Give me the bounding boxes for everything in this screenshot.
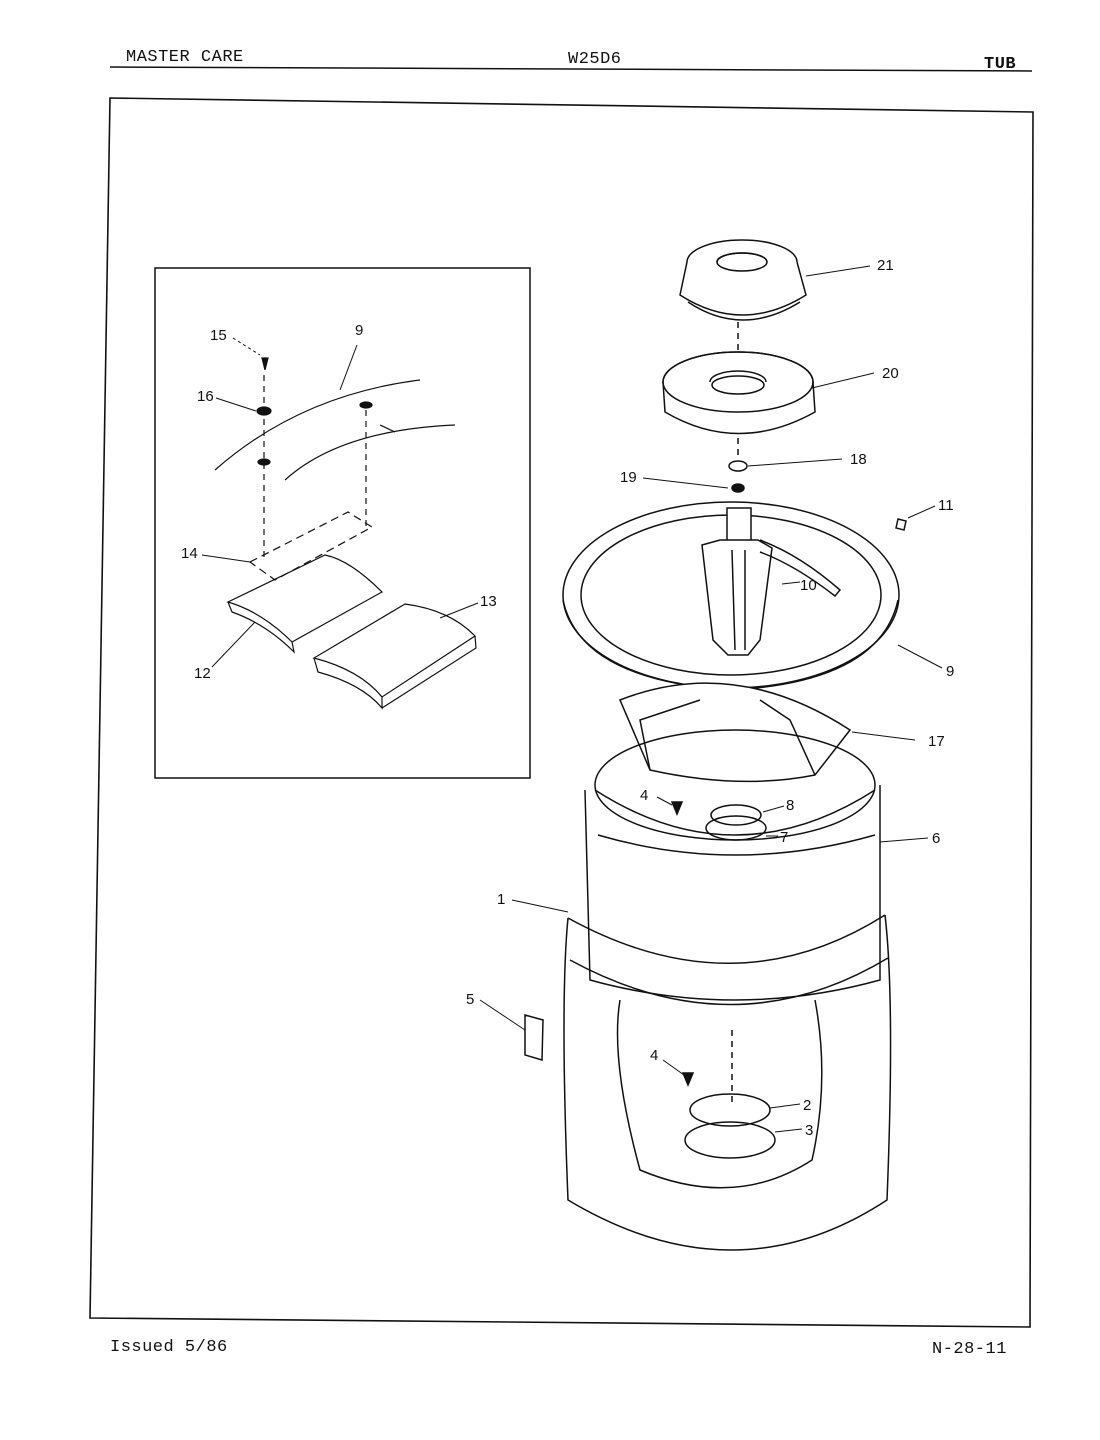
label-3: 3: [805, 1122, 813, 1139]
inset-label-12: 12: [194, 665, 211, 682]
agitator-10: [701, 507, 842, 656]
label-4-upper: 4: [640, 787, 648, 804]
washer-19: [731, 483, 745, 493]
tub-seal-2: [689, 1093, 771, 1127]
bolt-4-lower: [681, 1072, 695, 1087]
label-7: 7: [780, 829, 788, 846]
label-1: 1: [497, 891, 505, 908]
bolt-4-upper: [670, 801, 684, 816]
agitator-cap-base-20: [662, 351, 816, 435]
inset-label-15: 15: [210, 327, 227, 344]
tub-label-5: [524, 1014, 544, 1061]
nut-18: [728, 460, 748, 472]
inset-baffle-detail: [214, 357, 477, 710]
label-2: 2: [803, 1097, 811, 1114]
footer-issued: Issued 5/86: [110, 1338, 228, 1357]
header-model: W25D6: [568, 50, 622, 69]
inset-rim-arc-outer: [214, 379, 421, 471]
inset-label-16: 16: [197, 388, 214, 405]
hub-seal-8: [710, 804, 762, 826]
inset-frame: [154, 267, 531, 779]
label-18: 18: [850, 451, 867, 468]
label-8: 8: [786, 797, 794, 814]
agitator-cap-21: [679, 239, 807, 321]
label-21: 21: [877, 257, 894, 274]
inset-label-13: 13: [480, 593, 497, 610]
label-4-lower: 4: [650, 1047, 658, 1064]
header-rule: [109, 66, 1033, 72]
header-brand: MASTER CARE: [126, 48, 244, 67]
gasket-14: [248, 511, 374, 581]
clip-11: [895, 518, 907, 531]
baffle-13: [312, 603, 476, 698]
header-section: TUB: [984, 55, 1017, 74]
inset-rim-arc-inner: [284, 424, 456, 481]
label-10: 10: [800, 577, 817, 594]
label-19: 19: [620, 469, 637, 486]
seal-17: [619, 682, 852, 783]
label-5: 5: [466, 991, 474, 1008]
footer-page-code: N-28-11: [932, 1340, 1007, 1359]
outer-tub-1: [563, 914, 892, 1251]
screw-15: [261, 357, 269, 371]
label-6: 6: [932, 830, 940, 847]
label-11: 11: [938, 497, 954, 514]
label-20: 20: [882, 365, 899, 382]
diagram-frame: [89, 97, 1034, 1328]
hub-ring-7: [705, 815, 767, 841]
inset-label-9: 9: [355, 322, 363, 339]
inset-label-14: 14: [181, 545, 198, 562]
label-9: 9: [946, 663, 954, 680]
tub-ring-3: [684, 1121, 776, 1159]
baffle-12: [226, 554, 383, 643]
label-17: 17: [928, 733, 945, 750]
